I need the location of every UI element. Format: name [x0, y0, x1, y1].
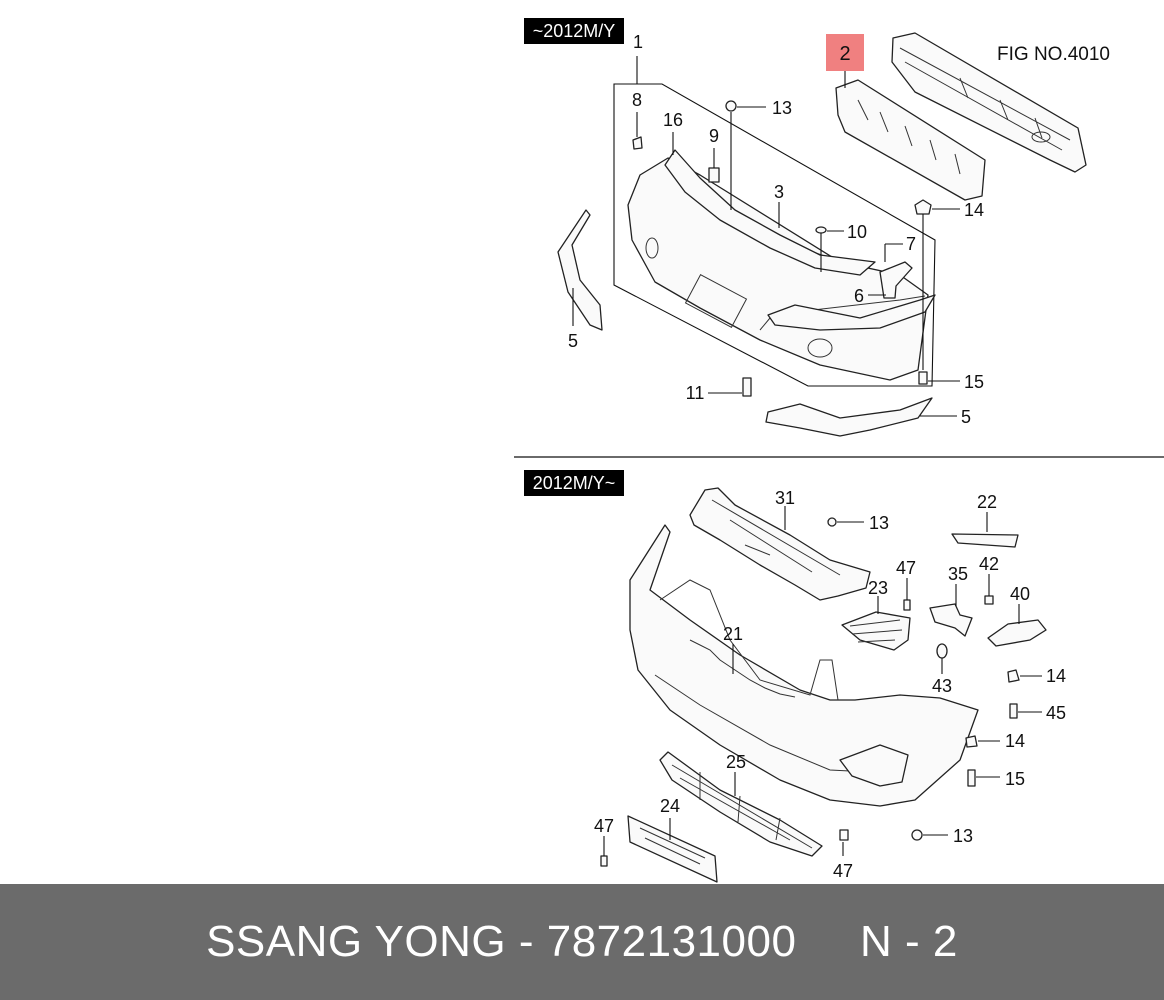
callout-45: 45 [1046, 703, 1066, 723]
bracket-24-detail [639, 827, 706, 865]
screw-47-left [600, 855, 608, 867]
reinforcement-beam [891, 32, 1087, 173]
fog-lamp-bezel [839, 744, 909, 787]
bracket-22 [951, 533, 1019, 548]
callout-23: 23 [868, 578, 888, 598]
parts-diagram: ~2012M/Y FIG NO.4010 2 1 8 16 [514, 18, 1164, 883]
bracket-31-detail [711, 499, 841, 576]
clip-8 [632, 136, 643, 150]
callout-42: 42 [979, 554, 999, 574]
callout-1: 1 [633, 32, 643, 52]
callout-24: 24 [660, 796, 680, 816]
clip-10 [815, 226, 827, 234]
grille-insert-23 [841, 611, 911, 651]
screw-15-top [918, 371, 928, 385]
nut-43 [936, 643, 948, 659]
bumper-21-teeth [689, 639, 796, 698]
callout-40: 40 [1010, 584, 1030, 604]
callout-15-top: 15 [964, 372, 984, 392]
bracket-35 [929, 603, 973, 637]
callout-14-top: 14 [964, 200, 984, 220]
screw-47-bottom [839, 829, 849, 841]
callout-14-right-upper: 14 [1046, 666, 1066, 686]
leader-7 [884, 243, 903, 262]
callout-13-upper: 13 [869, 513, 889, 533]
callout-7: 7 [906, 234, 916, 254]
energy-absorber [835, 79, 986, 201]
callout-15-bottom: 15 [1005, 769, 1025, 789]
callout-22: 22 [977, 492, 997, 512]
callout-25: 25 [726, 752, 746, 772]
callout-43: 43 [932, 676, 952, 696]
leader-10 [820, 230, 844, 272]
callout-9: 9 [709, 126, 719, 146]
bracket-9 [708, 167, 720, 183]
callout-21: 21 [723, 624, 743, 644]
callout-6: 6 [854, 286, 864, 306]
top-badge-bg [524, 18, 624, 44]
license-bracket-24 [627, 815, 718, 883]
screw-15-bottom [967, 769, 976, 787]
bumper-21-grille-top [659, 579, 839, 701]
fig-number-label: FIG NO.4010 [997, 44, 1110, 65]
lower-grille-strip [767, 294, 936, 331]
screw-45 [1009, 703, 1018, 719]
grille-25-mesh [671, 764, 813, 849]
bolt-13-lower [911, 829, 923, 841]
side-trim-5 [557, 209, 603, 331]
bracket-40 [987, 619, 1047, 647]
callout-16: 16 [663, 110, 683, 130]
callout-35: 35 [948, 564, 968, 584]
bottom-badge-bg [524, 470, 624, 496]
grille-panel [664, 149, 876, 276]
nut-14-mid [965, 735, 978, 748]
bumper-cover-21 [629, 524, 979, 807]
fog-lamp-hole-left [645, 237, 659, 259]
grille-23-mesh [849, 619, 903, 643]
callout-5-lower: 5 [961, 407, 971, 427]
callout-11: 11 [686, 383, 705, 403]
bolt-11 [742, 377, 752, 397]
screw-47-upper [903, 599, 911, 611]
bracket-6 [879, 261, 913, 299]
nut-14-right-upper [1007, 669, 1020, 683]
highlighted-part-box [826, 34, 864, 71]
callout-5-side: 5 [568, 331, 578, 351]
fog-lamp-hole-right [807, 338, 833, 358]
leader-14-top [922, 208, 960, 370]
callout-14-mid: 14 [1005, 731, 1025, 751]
leader-13-top [730, 106, 766, 210]
callout-31: 31 [775, 488, 795, 508]
absorber-ribs [857, 99, 961, 175]
license-plate-area [684, 273, 748, 329]
screw-42 [984, 595, 994, 605]
lower-trim-5 [765, 397, 933, 437]
nut-14-top [914, 199, 932, 215]
bumper-21-lower-lip [654, 674, 871, 773]
callout-10: 10 [847, 222, 867, 242]
top-section: ~2012M/Y FIG NO.4010 2 1 8 16 [524, 18, 1110, 437]
part-number-caption: SSANG YONG - 7872131000 N - 2 [206, 917, 958, 966]
beam-detail [899, 47, 1071, 151]
bolt-13-top [725, 100, 737, 112]
bottom-section: 2012M/Y~ 31 13 22 21 23 47 35 [524, 470, 1066, 883]
upper-bracket-31 [689, 487, 871, 601]
callout-47-upper: 47 [896, 558, 916, 578]
highlighted-part-number: 2 [839, 43, 850, 65]
bolt-13-upper [827, 517, 837, 527]
top-badge: ~2012M/Y [533, 21, 616, 41]
bottom-badge: 2012M/Y~ [533, 473, 616, 493]
callout-13-top: 13 [772, 98, 792, 118]
callout-13-lower: 13 [953, 826, 973, 846]
assembly-frame [613, 56, 936, 387]
callout-47-left: 47 [594, 816, 614, 836]
callout-47-bottom: 47 [833, 861, 853, 881]
beam-hole [1031, 131, 1051, 143]
callout-3: 3 [774, 182, 784, 202]
footer-bar: SSANG YONG - 7872131000 N - 2 [0, 884, 1164, 1000]
callout-8: 8 [632, 90, 642, 110]
